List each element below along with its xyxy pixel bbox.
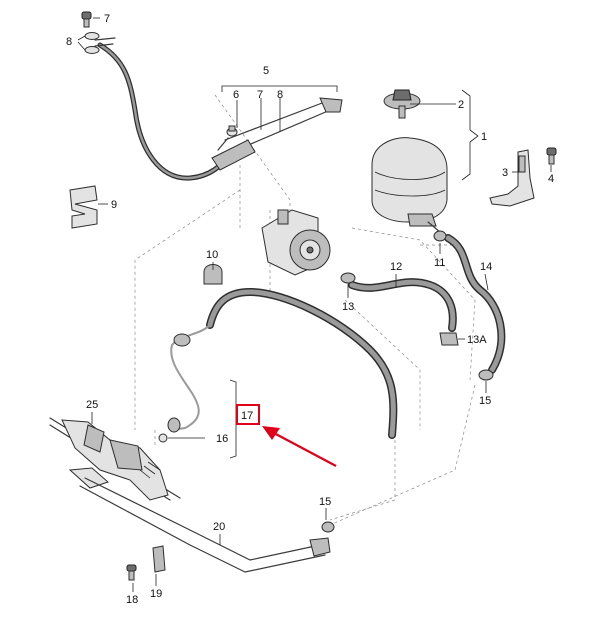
clamp-10 [203,264,223,285]
callout-13a: 13A [467,334,487,346]
callout-16: 16 [216,433,228,445]
cooling-line-20 [68,467,331,573]
callout-8: 8 [277,89,283,101]
callout-17: 17 [241,410,253,422]
callout-25: 25 [86,399,98,411]
callout-13: 13 [342,301,354,313]
callout-3: 3 [502,167,508,179]
arrow-head [262,426,280,440]
callout-11: 11 [434,257,445,269]
callout-15-lower: 15 [319,496,331,508]
hose-clamp-13a [439,332,459,346]
mount-bracket-19 [152,545,166,573]
seal-ring-16 [158,433,168,443]
callout-5: 5 [263,65,269,77]
highlight-box [236,404,260,425]
callout-18: 18 [126,594,138,606]
highlight-17 [236,404,337,467]
callout-12: 12 [390,261,402,273]
callout-9: 9 [111,199,117,211]
callout-1: 1 [481,131,487,143]
callout-8-top: 8 [66,36,72,48]
hose-clamp-13 [340,272,356,284]
seal-rings-top-left [84,32,100,54]
callout-labels: 7 8 5 6 7 8 2 1 3 4 9 10 11 12 14 13 13A… [66,13,554,606]
steering-rack [49,417,181,501]
callout-20: 20 [213,521,225,533]
hose-clamp-15-lower [321,521,335,533]
bracket-bolt [546,147,557,165]
callout-2: 2 [458,99,464,111]
reservoir-bracket [489,149,535,207]
callout-7: 7 [257,89,263,101]
callout-7-top: 7 [104,13,110,25]
callout-4: 4 [548,173,554,185]
leader-lines [77,17,552,592]
return-line-17 [167,288,398,439]
callout-19: 19 [150,588,162,600]
callout-15-upper: 15 [479,395,491,407]
pressure-line-upper [94,37,343,181]
callout-14: 14 [480,261,492,273]
callout-10: 10 [206,249,218,261]
hose-clamp-15-upper [478,369,494,381]
bolt-18 [126,564,137,581]
hose-clamp-11 [433,230,447,242]
highlight-arrow [271,431,337,467]
steering-pump [261,209,331,276]
reservoir-cap [383,89,421,119]
fitting-bolt-top-left [81,11,92,28]
hose-clip-9 [69,185,98,229]
callout-6: 6 [233,89,239,101]
suction-hose-14 [444,234,506,374]
fluid-reservoir [371,137,448,233]
fitting-6 [226,125,238,137]
return-hose-12 [348,278,457,332]
